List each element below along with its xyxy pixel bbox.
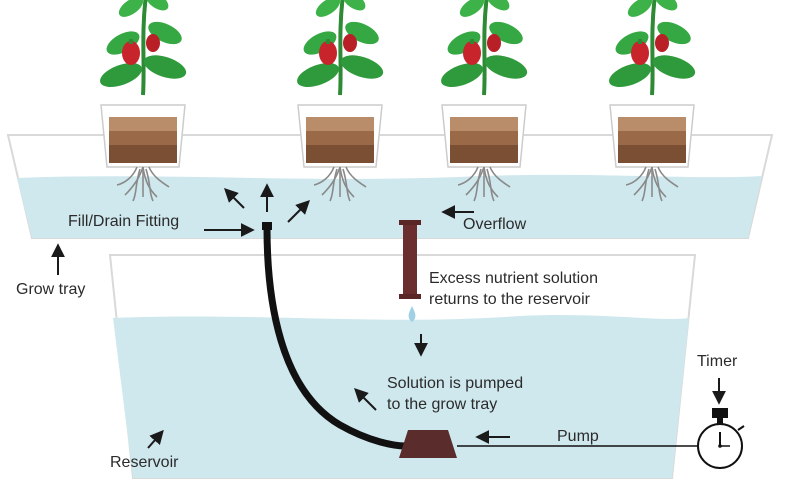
- pump: [399, 430, 457, 458]
- arrow-pumped: [354, 388, 377, 411]
- timer-icon: [697, 408, 745, 469]
- reservoir-label: Reservoir: [110, 454, 179, 471]
- grow-tray: [6, 134, 774, 239]
- pump-label: Pump: [557, 428, 599, 445]
- fill-drain-fitting: [262, 222, 272, 230]
- excess-line-1: Excess nutrient solution: [429, 270, 598, 287]
- excess-line-2: returns to the reservoir: [429, 291, 590, 308]
- arrow-up-left: [224, 188, 245, 209]
- fill-drain-label: Fill/Drain Fitting: [68, 213, 180, 230]
- pumped-line-1: Solution is pumped: [387, 375, 524, 392]
- reservoir-tank: [108, 254, 697, 479]
- arrow-reservoir: [147, 429, 164, 449]
- overflow-pipe: [399, 220, 421, 299]
- overflow-label: Overflow: [463, 216, 527, 233]
- grow-tray-label: Grow tray: [16, 281, 86, 298]
- arrow-up-right: [287, 200, 310, 223]
- hose: [263, 224, 409, 450]
- water-droplet: [408, 306, 416, 322]
- timer-label: Timer: [697, 353, 738, 370]
- pumped-label: Solution is pumped to the grow tray: [387, 373, 523, 415]
- pumped-line-2: to the grow tray: [387, 396, 498, 413]
- excess-solution-label: Excess nutrient solution returns to the …: [429, 268, 598, 310]
